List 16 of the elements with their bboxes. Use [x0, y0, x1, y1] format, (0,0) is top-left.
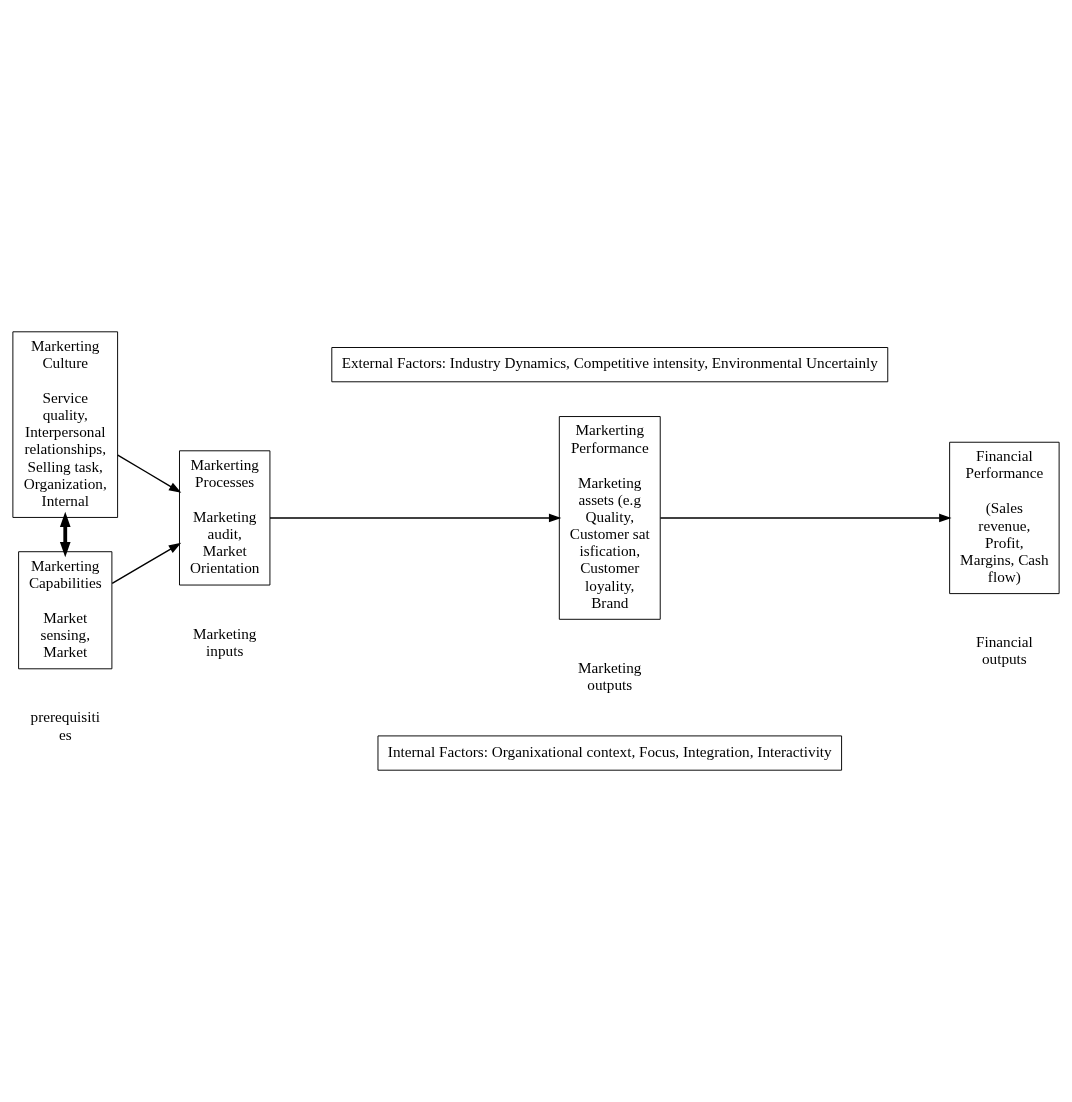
arrow: [59, 511, 71, 558]
node-box: Markerting Culture Service quality, Interpersonal relationships, Selling task, Organization, Internal: [12, 331, 119, 518]
label: Financial outputs: [976, 633, 1033, 668]
node-box: Internal Factors: Organixational context, Focus, Integration, Interactivity: [377, 735, 843, 771]
label: Marketing outputs: [578, 658, 642, 694]
node-box: Markerting Performance Marketing assets (e.g Quality, Customer satisfication, Customer loyality, Brand: [558, 416, 661, 620]
arrow: [111, 542, 182, 584]
arrow: [269, 513, 562, 523]
node-box: Markerting Processes Marketing audit, Market Orientation: [179, 450, 271, 586]
node-box: External Factors: Industry Dynamics, Competitive intensity, Environmental Uncertainly: [331, 347, 889, 383]
label: prerequisities: [30, 708, 100, 743]
node-box: Financial Performance (Sales revenue, Profit, Margins, Cash flow): [949, 441, 1060, 595]
node-box: Markerting Capabilities Market sensing, Market: [18, 551, 113, 670]
label: Marketing inputs: [193, 624, 257, 659]
arrow: [659, 513, 952, 523]
arrow: [117, 454, 182, 493]
